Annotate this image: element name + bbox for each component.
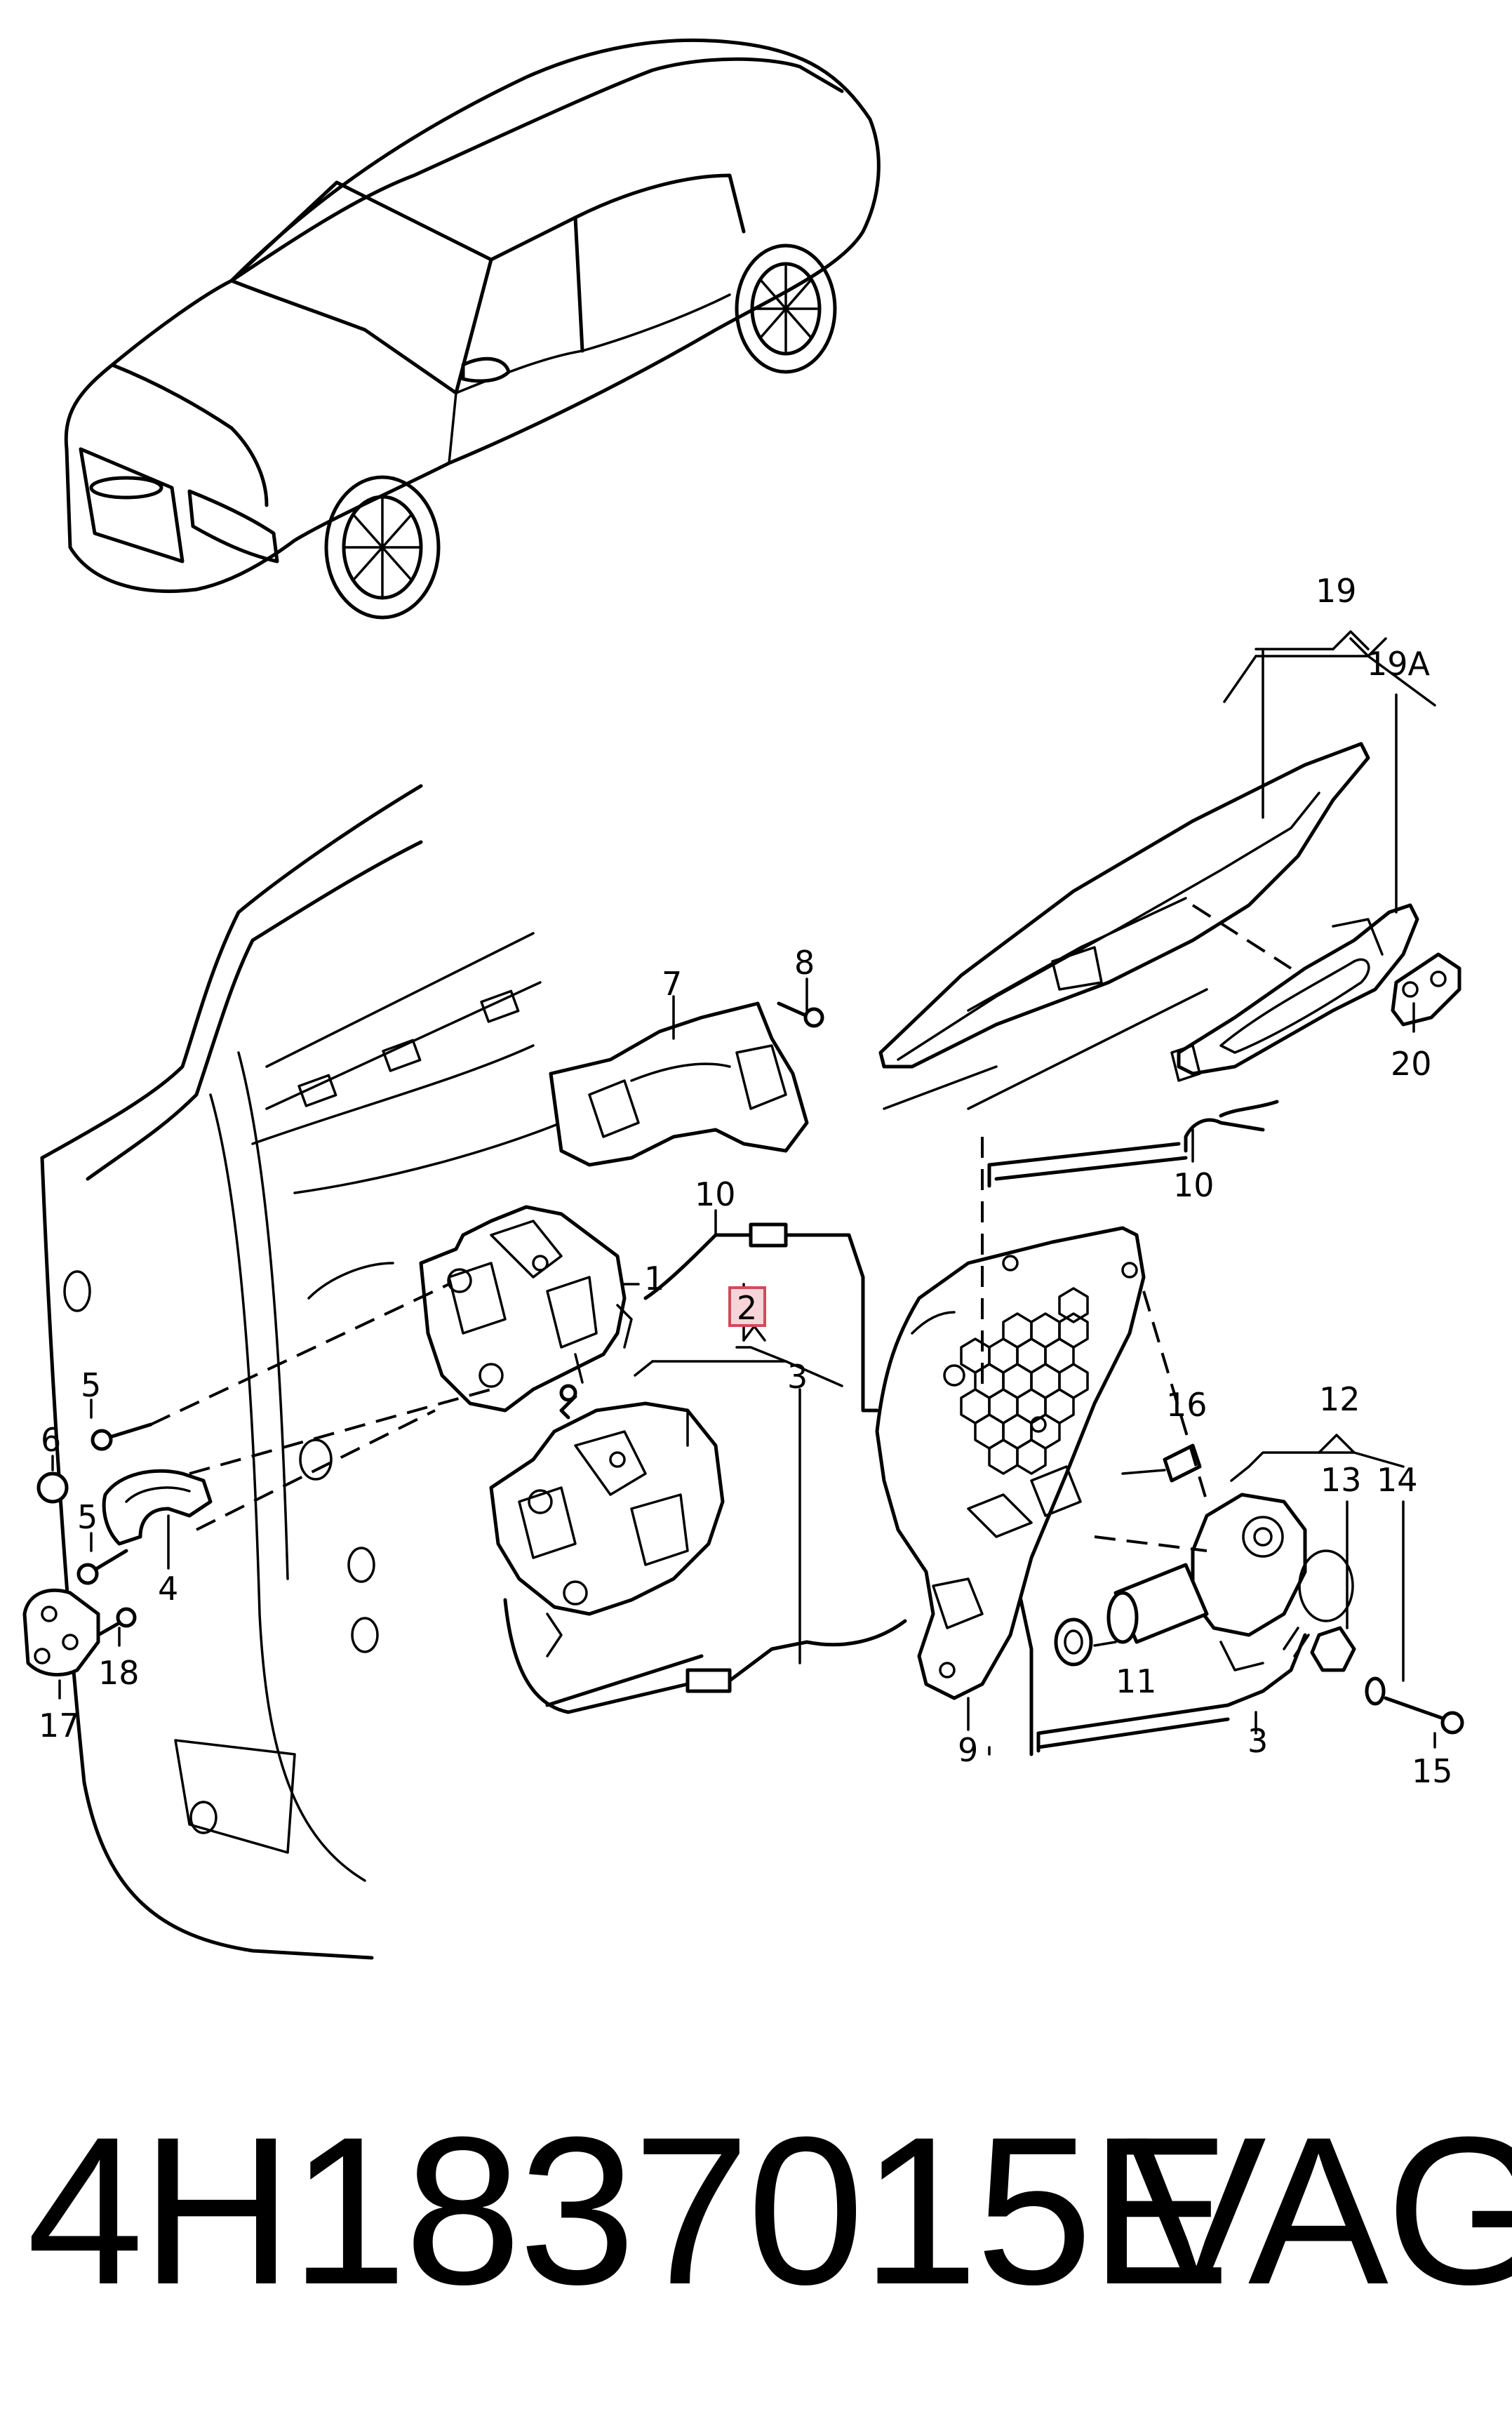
grommet-16 [1163, 1443, 1202, 1483]
callout-7: 7 [662, 965, 682, 1003]
door-frame [40, 784, 563, 1960]
window-motor [1106, 1493, 1354, 1671]
screw-5-upper [91, 1422, 153, 1451]
callout-18: 18 [98, 1654, 140, 1692]
grommet-11 [1054, 1617, 1093, 1667]
callout-10-right: 10 [1173, 1166, 1215, 1204]
washer-14 [1365, 1676, 1386, 1706]
door-lock-lower [489, 1401, 725, 1657]
bolt-15 [1384, 1696, 1464, 1735]
callout-19: 19 [1316, 572, 1357, 610]
highlight-box [728, 1286, 766, 1327]
door-lock-upper [419, 1205, 633, 1420]
callout-15: 15 [1412, 1752, 1453, 1790]
screw-8 [777, 1001, 824, 1028]
brand-name: VAG [1126, 2093, 1512, 2328]
hinge-plate-17 [22, 1588, 100, 1677]
striker-4 [102, 1469, 213, 1546]
callout-5-upper: 5 [81, 1366, 101, 1404]
leader-lines [51, 630, 1436, 1756]
callout-12: 12 [1319, 1380, 1360, 1418]
window-trim [878, 742, 1370, 1110]
callout-2: 2 [737, 1289, 757, 1327]
part-number: 4H1837015E [27, 2093, 1231, 2328]
assembly-lines [150, 904, 1292, 1552]
callout-19a: 19A [1367, 645, 1431, 683]
callout-3-left: 3 [787, 1358, 808, 1396]
handle-plate [1391, 952, 1461, 1027]
cap-6 [36, 1472, 69, 1504]
callout-3-right: 3 [1247, 1722, 1268, 1760]
callout-6: 6 [41, 1421, 61, 1459]
callout-20: 20 [1391, 1045, 1432, 1083]
callout-4: 4 [158, 1570, 178, 1608]
callout-17: 17 [39, 1707, 80, 1744]
callout-9: 9 [958, 1731, 978, 1769]
callout-16: 16 [1166, 1386, 1207, 1424]
callout-5-lower: 5 [77, 1498, 98, 1536]
screw-5-lower [76, 1549, 128, 1585]
callout-labels: 1 2 3 3 4 5 5 6 7 8 9 10 10 11 12 13 14 … [39, 572, 1453, 1790]
callout-1: 1 [644, 1260, 664, 1297]
cables [503, 1222, 907, 1714]
window-cable [1019, 1598, 1310, 1756]
lock-cover [549, 1001, 809, 1167]
screw-18 [96, 1607, 137, 1637]
car-illustration [64, 38, 881, 620]
callout-14: 14 [1377, 1461, 1418, 1499]
carrier-panel [875, 1226, 1146, 1700]
nut-13 [1310, 1626, 1356, 1672]
callout-10-left: 10 [695, 1175, 736, 1213]
callout-13: 13 [1320, 1461, 1362, 1499]
callout-11: 11 [1116, 1662, 1157, 1700]
door-handle [1170, 903, 1419, 1082]
callout-8: 8 [794, 944, 815, 982]
handle-cable [987, 1100, 1279, 1188]
